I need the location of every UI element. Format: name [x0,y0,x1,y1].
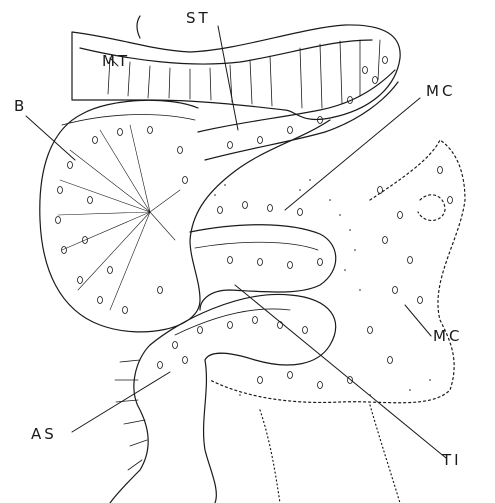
as-stalk-outer [110,345,150,503]
leader-as [72,372,170,432]
right-mesenchyme-cavity [418,195,445,221]
middle-fold-outline [190,225,336,310]
lower-dotted-curve-2 [370,405,400,503]
mt-tissue-band [72,25,400,120]
b-bulb-outline [40,100,330,332]
right-mesenchyme-border [210,140,465,403]
leader-mc-upper [285,98,420,210]
label-mt: MT [102,54,130,69]
mt-tick [137,16,140,38]
mt-striations [108,40,380,108]
leader-mc-lower [405,305,431,336]
b-radiating-lines [58,125,180,310]
middle-fold-inner [195,242,318,250]
leader-st [218,26,238,130]
label-b: B [14,99,27,114]
label-as: AS [31,427,57,442]
leader-b [26,116,75,160]
label-ti: TI [442,453,462,468]
lower-dotted-curve-1 [260,410,280,503]
label-mc-lower: MC [433,329,462,344]
as-stalk-inner [204,360,217,503]
b-inner-line [62,115,195,125]
leader-ti [235,285,446,458]
label-st: ST [186,11,211,26]
st-tube [198,70,395,132]
ti-inner [175,309,290,335]
label-mc-upper: MC [426,84,455,99]
